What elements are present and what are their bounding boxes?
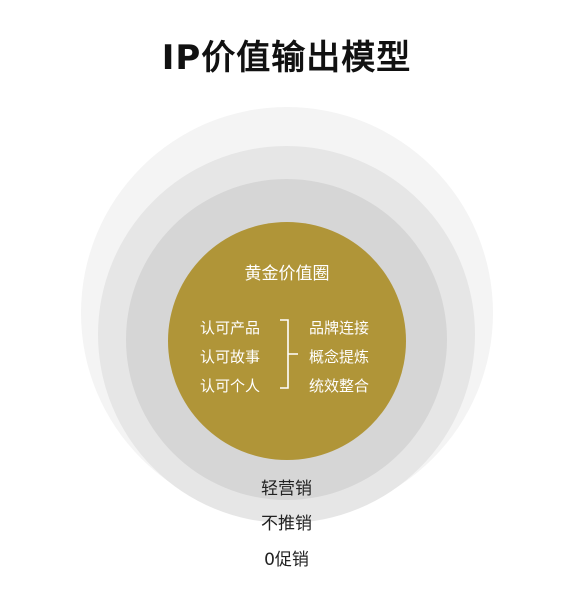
golden-value-circle	[168, 222, 406, 460]
inner-ring-label: 轻营销	[261, 479, 312, 499]
middle-ring-label: 不推销	[261, 514, 312, 534]
outer-ring-label: 0促销	[264, 550, 309, 570]
right-item-concept-refining: 概念提炼	[309, 348, 370, 366]
diagram-title: IP价值输出模型	[161, 38, 412, 78]
left-item-product: 认可产品	[200, 319, 261, 337]
left-item-story: 认可故事	[200, 348, 261, 366]
bracket-connector	[280, 319, 298, 389]
core-title: 黄金价值圈	[244, 264, 330, 284]
right-item-brand-connection: 品牌连接	[309, 319, 370, 337]
right-item-integration: 统效整合	[309, 377, 370, 395]
left-item-person: 认可个人	[200, 377, 261, 395]
